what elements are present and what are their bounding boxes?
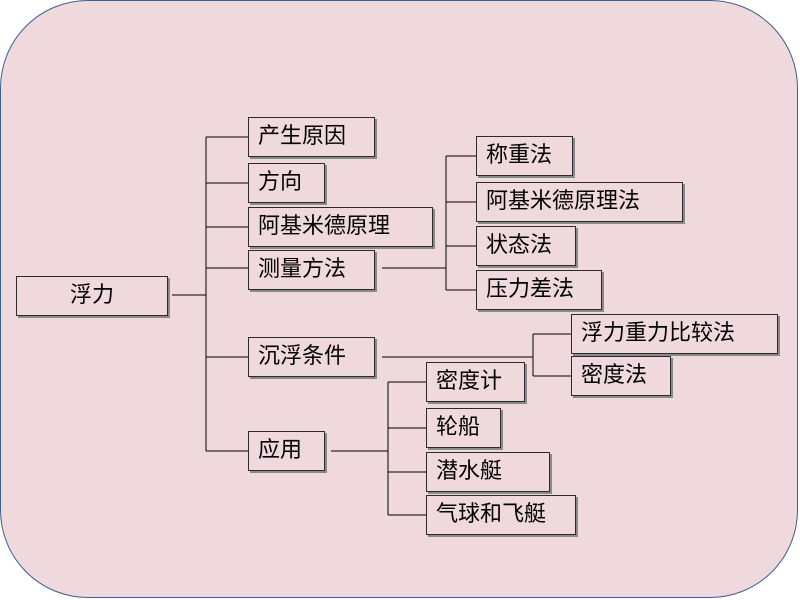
node-direction-label: 方向 bbox=[258, 170, 303, 195]
node-cause-label: 产生原因 bbox=[258, 124, 347, 149]
node-sink-compare-label: 浮力重力比较法 bbox=[581, 321, 736, 346]
node-application: 应用 bbox=[248, 431, 325, 471]
node-app-hydrometer: 密度计 bbox=[426, 362, 525, 402]
node-measure-label: 测量方法 bbox=[258, 257, 347, 282]
node-measure-pressure-label: 压力差法 bbox=[486, 277, 575, 302]
root-label: 浮力 bbox=[69, 283, 114, 308]
node-app-balloon-label: 气球和飞艇 bbox=[436, 502, 547, 527]
node-sink-density: 密度法 bbox=[571, 356, 671, 396]
node-measure-archimedes-label: 阿基米德原理法 bbox=[486, 189, 641, 214]
node-direction: 方向 bbox=[248, 163, 325, 203]
root-node: 浮力 bbox=[16, 276, 168, 316]
node-measure: 测量方法 bbox=[248, 250, 375, 290]
node-measure-weighing: 称重法 bbox=[476, 136, 573, 176]
node-app-hydrometer-label: 密度计 bbox=[436, 369, 503, 394]
node-app-ship-label: 轮船 bbox=[436, 415, 481, 440]
node-application-label: 应用 bbox=[258, 438, 303, 463]
node-sink-density-label: 密度法 bbox=[581, 363, 648, 388]
node-measure-state: 状态法 bbox=[476, 226, 576, 266]
node-sink-float-label: 沉浮条件 bbox=[258, 344, 347, 369]
node-app-ship: 轮船 bbox=[426, 408, 501, 448]
node-measure-pressure: 压力差法 bbox=[476, 270, 602, 310]
node-app-balloon: 气球和飞艇 bbox=[426, 495, 576, 535]
node-sink-float: 沉浮条件 bbox=[248, 337, 375, 377]
node-measure-state-label: 状态法 bbox=[486, 233, 553, 258]
node-archimedes-label: 阿基米德原理 bbox=[258, 214, 391, 239]
node-cause: 产生原因 bbox=[248, 117, 375, 157]
node-sink-compare: 浮力重力比较法 bbox=[571, 314, 778, 354]
node-archimedes: 阿基米德原理 bbox=[248, 207, 433, 247]
node-app-submarine-label: 潜水艇 bbox=[436, 459, 503, 484]
node-measure-weighing-label: 称重法 bbox=[486, 143, 553, 168]
node-app-submarine: 潜水艇 bbox=[426, 452, 550, 492]
node-measure-archimedes: 阿基米德原理法 bbox=[476, 182, 683, 222]
